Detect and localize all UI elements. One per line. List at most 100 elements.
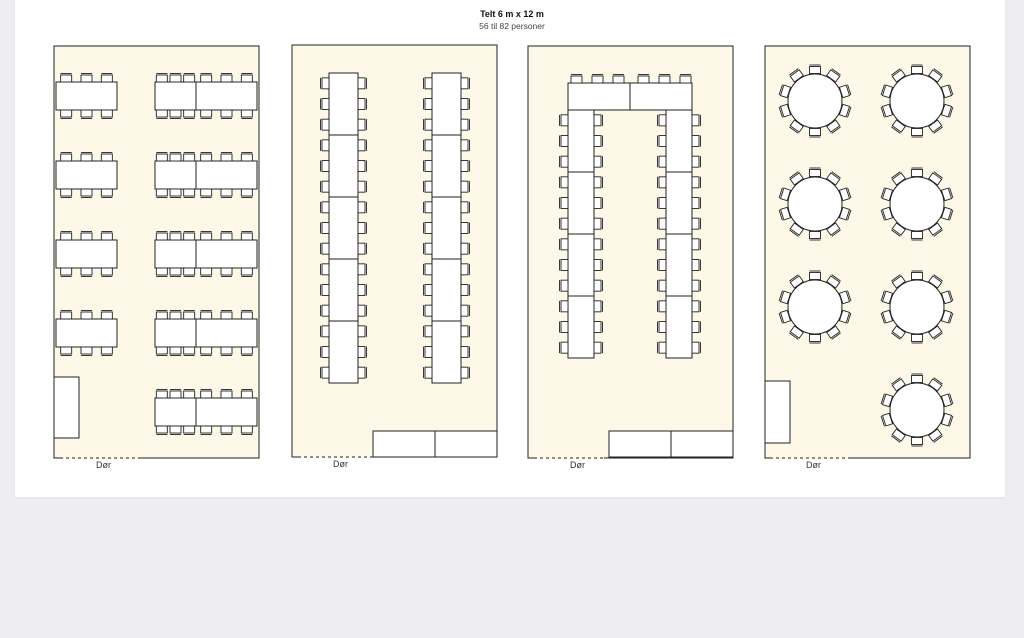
chair xyxy=(423,222,433,234)
chair xyxy=(460,284,470,296)
tent-layout-plans: Dør Dør Dør Dør xyxy=(53,44,971,470)
buffet-table xyxy=(53,376,80,439)
chair xyxy=(826,325,841,340)
chair xyxy=(559,321,569,333)
chair xyxy=(778,290,792,305)
table xyxy=(787,73,843,129)
chair xyxy=(320,263,330,276)
round-table xyxy=(880,64,954,138)
chair xyxy=(691,155,701,168)
chair xyxy=(657,279,667,292)
chair xyxy=(80,310,93,320)
chair xyxy=(838,103,852,118)
chair xyxy=(320,366,330,379)
table-with-chairs xyxy=(55,310,118,356)
table-with-chairs xyxy=(195,152,258,198)
table xyxy=(431,72,462,136)
buffet-table xyxy=(434,430,498,458)
round-table xyxy=(880,167,954,241)
chair xyxy=(460,139,470,152)
long-table-column xyxy=(423,72,470,384)
chair xyxy=(240,389,253,399)
chair xyxy=(220,267,233,277)
chair xyxy=(891,274,906,289)
chair xyxy=(60,231,73,241)
chair xyxy=(880,187,894,202)
chair xyxy=(559,114,569,127)
table xyxy=(154,397,197,427)
chair xyxy=(357,263,367,276)
chair xyxy=(169,310,182,320)
chair xyxy=(240,152,253,162)
chair xyxy=(778,206,792,221)
chair xyxy=(155,310,168,320)
table xyxy=(55,239,118,269)
chair xyxy=(155,231,168,241)
door-label: Dør xyxy=(806,460,821,470)
chair xyxy=(357,139,367,152)
chair xyxy=(928,377,943,392)
chair xyxy=(100,310,113,320)
chair xyxy=(657,197,667,209)
chair xyxy=(838,309,852,324)
chair xyxy=(789,119,804,134)
chair xyxy=(423,98,433,110)
page-subtitle: 56 til 82 personer xyxy=(479,21,545,31)
chair xyxy=(826,119,841,134)
chair xyxy=(357,98,367,110)
chair xyxy=(80,152,93,162)
table xyxy=(195,318,258,348)
buffet-table xyxy=(372,430,436,458)
chair xyxy=(593,135,603,147)
table xyxy=(567,295,595,359)
chair xyxy=(880,84,894,99)
chair xyxy=(593,259,603,271)
chair xyxy=(357,201,367,214)
chair xyxy=(220,188,233,198)
chair xyxy=(240,73,253,83)
chair xyxy=(691,238,701,251)
chair xyxy=(357,304,367,317)
chair xyxy=(320,180,330,193)
chair xyxy=(423,118,433,131)
chair xyxy=(940,187,954,202)
chair xyxy=(593,341,603,354)
table-with-chairs xyxy=(195,231,258,277)
chair xyxy=(657,135,667,147)
table xyxy=(431,320,462,384)
chair xyxy=(423,304,433,317)
chair xyxy=(169,109,182,119)
chair xyxy=(460,98,470,110)
chair xyxy=(183,267,196,277)
chair xyxy=(559,341,569,354)
chair xyxy=(880,206,894,221)
chair xyxy=(911,128,923,138)
chair xyxy=(155,152,168,162)
chair xyxy=(460,304,470,317)
chair xyxy=(80,73,93,83)
chair xyxy=(928,274,943,289)
chair xyxy=(657,176,667,189)
chair xyxy=(357,346,367,358)
chair xyxy=(200,73,213,83)
chair xyxy=(838,290,852,305)
table xyxy=(154,81,197,111)
chair xyxy=(320,160,330,172)
chair xyxy=(460,222,470,234)
chair xyxy=(320,139,330,152)
chair xyxy=(80,188,93,198)
door-label: Dør xyxy=(570,460,585,470)
chair xyxy=(60,109,73,119)
chair xyxy=(155,109,168,119)
chair xyxy=(809,270,821,280)
buffet-table xyxy=(764,380,791,444)
chair xyxy=(559,155,569,168)
chair xyxy=(423,263,433,276)
chair xyxy=(460,366,470,379)
chair xyxy=(691,114,701,127)
round-table xyxy=(778,64,852,138)
door-label: Dør xyxy=(333,459,348,469)
chair xyxy=(559,135,569,147)
table xyxy=(431,258,462,322)
chair xyxy=(155,188,168,198)
